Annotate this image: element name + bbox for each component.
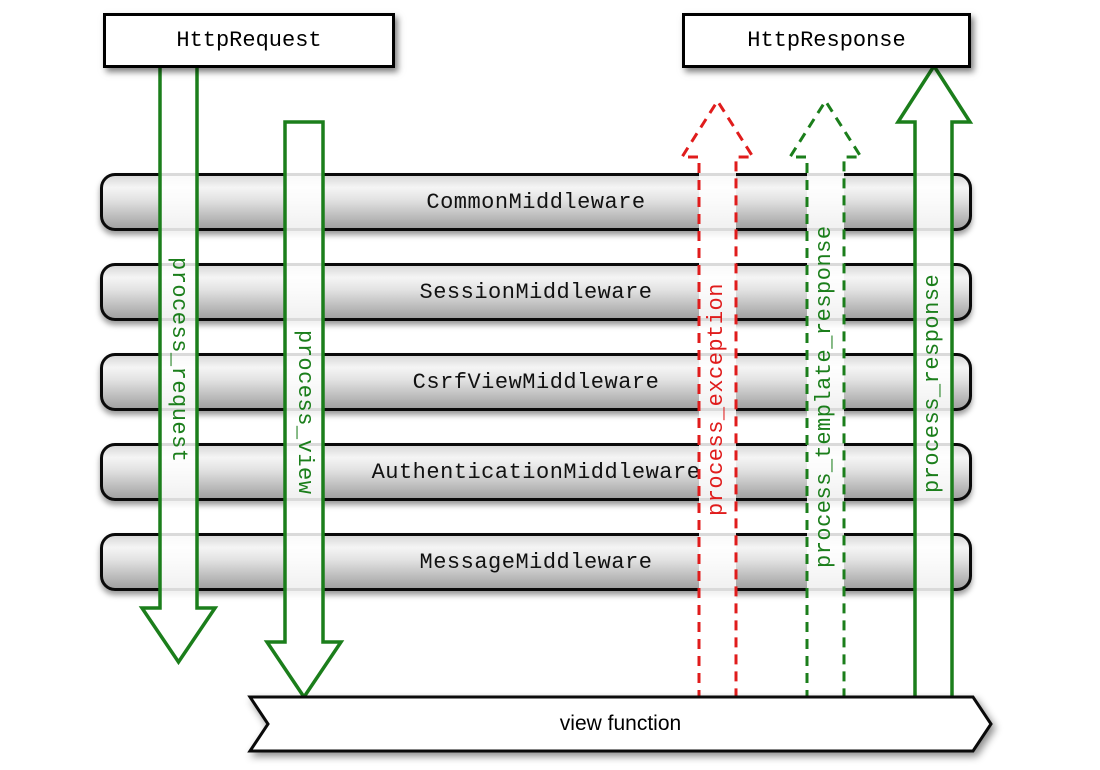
- process-response-arrow: [894, 62, 974, 702]
- middleware-bar-label: CommonMiddleware: [426, 189, 646, 215]
- process-view-arrow: [263, 120, 345, 701]
- process-template-response-arrow: [787, 98, 864, 702]
- process-request-arrow: [138, 60, 219, 666]
- view-function-banner: [247, 695, 993, 753]
- http-response-label: HttpResponse: [747, 28, 906, 53]
- middleware-bar-label: CsrfViewMiddleware: [412, 369, 660, 395]
- middleware-bar-label: SessionMiddleware: [419, 279, 653, 305]
- http-request-label: HttpRequest: [176, 28, 322, 53]
- middleware-bar-label: MessageMiddleware: [419, 549, 653, 575]
- http-response-node: HttpResponse: [682, 13, 971, 68]
- http-request-node: HttpRequest: [103, 13, 395, 68]
- view-function-label: view function: [559, 712, 682, 735]
- process-exception-arrow: [679, 98, 756, 702]
- middleware-bar-label: AuthenticationMiddleware: [371, 459, 701, 485]
- process-request-label: process_request: [166, 257, 191, 463]
- process-view-label: process_view: [292, 329, 317, 495]
